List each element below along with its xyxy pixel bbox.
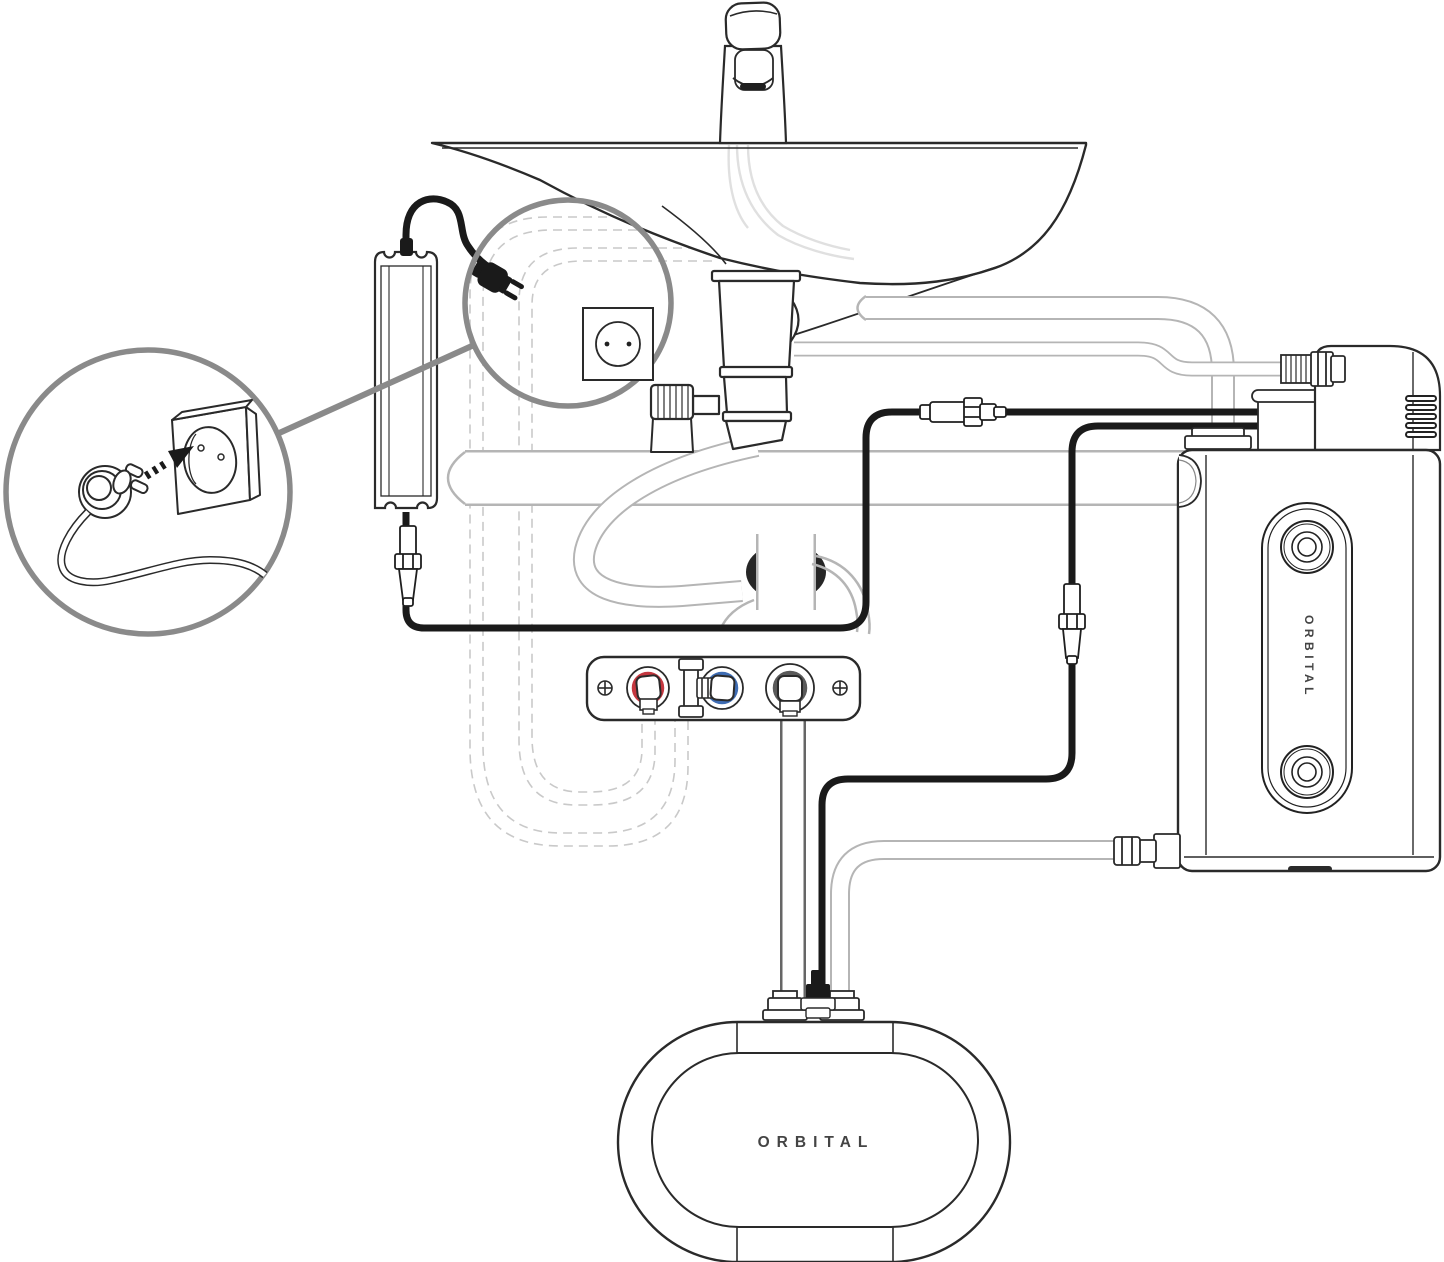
heater-bracket-lip — [1251, 389, 1321, 403]
trap-elbow-tube — [572, 435, 760, 608]
sink-bowl-outline — [430, 141, 1088, 286]
outlet-callout-circle — [462, 197, 674, 409]
screw-icon-right — [832, 680, 848, 696]
heater-unit: ORBITAL — [1113, 344, 1442, 873]
heater-panel — [1261, 502, 1353, 814]
faucet-head — [724, 1, 782, 51]
heater-inlet-fitting — [1280, 351, 1346, 387]
power-supply-unit — [373, 250, 439, 510]
tube-heater-to-floor-unit — [830, 840, 1122, 1000]
sink-basin — [430, 141, 1088, 351]
heater-button-bottom — [1280, 745, 1334, 799]
screw-icon-left — [597, 680, 613, 696]
psu-cable-boot-top — [400, 238, 413, 256]
valve-panel — [585, 655, 862, 722]
heater-foot — [1288, 866, 1332, 872]
floor-unit-label: ORBITAL — [758, 1134, 875, 1151]
drain-hose-heater — [446, 450, 1185, 506]
wall-outlet-3d-icon — [171, 399, 261, 515]
drain-valve-handle — [777, 675, 803, 702]
faucet-aerator-slot — [740, 83, 766, 90]
callout-connector-line — [275, 342, 476, 437]
heater-button-top — [1280, 520, 1334, 574]
cold-valve-stub — [696, 677, 714, 699]
power-cable-path — [402, 408, 1262, 632]
drain-flange — [710, 269, 802, 283]
floor-unit-tubes — [780, 712, 1122, 1000]
arrow-icon — [143, 446, 194, 480]
europlug-3d-icon — [78, 463, 149, 519]
wall-outlet-icon — [582, 307, 654, 381]
inline-connector — [919, 397, 1007, 427]
drain-coupling-2 — [721, 410, 793, 423]
sink-internal-hoses — [727, 144, 855, 261]
heater-label: ORBITAL — [1302, 615, 1316, 699]
thread-ribs — [657, 386, 689, 418]
faucet — [718, 1, 788, 145]
water-tubes — [446, 294, 1283, 608]
psu-inner-panel — [380, 265, 432, 497]
heater-vent-icon — [1405, 395, 1437, 438]
signal-cable-to-floor-unit — [818, 422, 1262, 990]
drain-mid-pipe — [722, 375, 789, 415]
trap-hub — [718, 534, 871, 635]
signal-cable-path — [818, 422, 1262, 990]
power-plug-icon — [471, 261, 524, 301]
plug-callout-circle — [3, 347, 293, 637]
cold-valve-handle — [709, 674, 736, 702]
power-cable-to-heater — [394, 397, 1262, 632]
signal-cable-connector — [1058, 583, 1086, 665]
drain-branch-nipple — [691, 394, 721, 416]
floor-unit: ORBITAL — [616, 970, 1012, 1262]
floor-unit-left-fitting — [762, 990, 808, 1021]
valve-bridge-pipe — [678, 658, 704, 718]
heater-outlet-fitting — [1113, 833, 1181, 869]
drain-upper-pipe — [717, 279, 796, 370]
psu-body — [373, 250, 439, 510]
cold-valve — [696, 666, 744, 710]
drain-assembly — [649, 269, 802, 453]
floor-unit-body — [616, 1020, 1012, 1262]
tube-drain-to-heater-inlet — [794, 341, 1283, 377]
hot-valve-handle — [635, 674, 662, 702]
drain-lower-pipe — [724, 419, 788, 451]
psu-barrel-connector — [394, 525, 422, 607]
faucet-head-seam — [729, 10, 778, 17]
floor-unit-inner — [651, 1052, 979, 1228]
drain-valve — [765, 663, 815, 717]
hot-valve — [626, 666, 670, 715]
plug-cord — [57, 509, 268, 587]
heater-bracket — [1257, 397, 1319, 451]
sink-inner-edge-left — [661, 205, 727, 265]
drain-elbow — [650, 417, 694, 453]
drain-threaded-connector — [649, 383, 695, 421]
floor-unit-cable-gland — [800, 970, 836, 1019]
heater-top-collar — [1184, 427, 1252, 450]
drain-coupling-1 — [718, 365, 794, 379]
heater-drain-port — [1178, 454, 1202, 508]
